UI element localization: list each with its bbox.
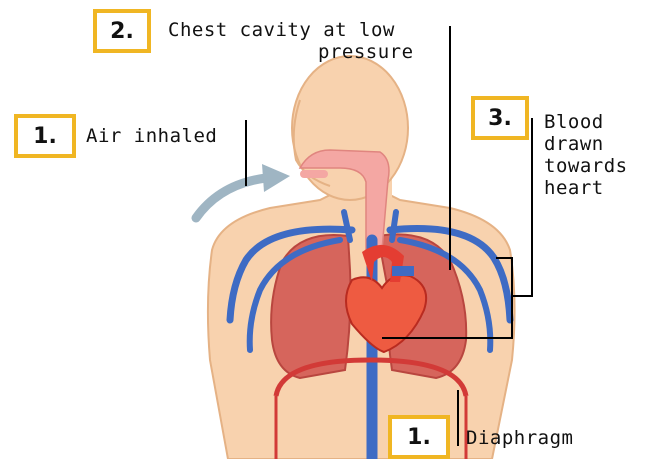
blood-drawn-label-line2: drawn <box>544 134 604 155</box>
callout-number-2: 2. <box>93 9 151 53</box>
chest-cavity-label-line2: pressure <box>318 42 414 63</box>
air-inhaled-label: Air inhaled <box>86 126 217 147</box>
callout-number-1-diaphragm: 1. <box>388 415 450 459</box>
neck-vein-right <box>392 212 396 240</box>
diaphragm-label: Diaphragm <box>466 428 573 449</box>
torso-silhouette <box>208 56 515 459</box>
pulmonary-vein <box>392 266 414 276</box>
head <box>292 56 408 200</box>
blood-drawn-label-line1: Blood <box>544 112 604 133</box>
callout-number-1-air: 1. <box>14 114 76 158</box>
blood-drawn-label-line3: towards <box>544 156 628 177</box>
callout-number-3: 3. <box>471 96 529 140</box>
blood-drawn-label-line4: heart <box>544 178 604 199</box>
chest-cavity-label-line1: Chest cavity at low <box>168 20 395 41</box>
